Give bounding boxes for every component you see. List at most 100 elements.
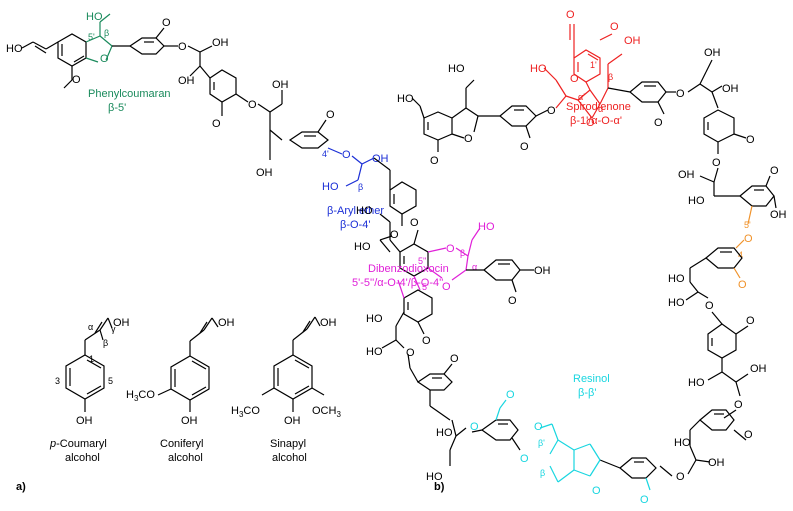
hydroxyl-label-blue: OH (372, 153, 389, 165)
ether-oxygen-orange: O (744, 233, 753, 245)
hydroxyl-label-magenta: HO (478, 221, 495, 233)
oxygen-label: O (72, 74, 81, 86)
ether-oxygen-label: O (676, 88, 685, 100)
methoxy-label: O (212, 118, 221, 130)
coumaryl-alcohol-structure: γ OH α β 1 3 5 OH p-Coumaryl alcohol (49, 317, 130, 464)
methoxy-label: O (422, 335, 431, 347)
phenylcoumaran-bond: β-5' (108, 102, 126, 114)
methoxy-label: O (410, 217, 419, 229)
alpha-prime-position-label-red: α' (578, 92, 585, 102)
sinapyl-name-line2: alcohol (272, 452, 307, 464)
methoxy-label: O (390, 229, 399, 241)
five-prime-position-label: 5' (88, 32, 95, 42)
panel-a-label: a) (16, 481, 26, 493)
ether-oxygen-label: O (178, 41, 187, 53)
ring-oxygen-magenta: O (446, 243, 455, 255)
ether-oxygen-label: O (734, 399, 743, 411)
hydroxyl-label: HO (668, 297, 685, 309)
methoxy-label: O (520, 141, 529, 153)
panel-b-label: b) (434, 481, 445, 493)
methoxy-label: O (746, 134, 755, 146)
ring-oxygen-magenta: O (442, 281, 451, 293)
ring-oxygen-cyan: O (520, 453, 529, 465)
methoxy-label-left: H3CO (231, 405, 260, 419)
carbon-5-label: 5 (108, 376, 113, 386)
beta-position-label: β (358, 182, 363, 192)
resinol-bond: β-β' (578, 387, 596, 399)
coumaryl-name-italic: p (49, 438, 56, 450)
four-position-orange: 4 (738, 250, 743, 260)
resinol-name: Resinol (573, 373, 610, 385)
hydroxyl-label: OH (770, 209, 787, 221)
hydroxyl-label: HO (688, 377, 705, 389)
hydroxyl-label-red: OH (624, 35, 641, 47)
methoxy-label-cyan: O (640, 494, 649, 506)
alpha-position-label-magenta: α (472, 262, 477, 272)
coumaryl-name-line2: alcohol (65, 452, 100, 464)
sinapyl-alcohol-structure: OH H3CO OCH3 OH Sinapyl alcohol (231, 316, 341, 464)
hydroxyl-label: HO (674, 437, 691, 449)
gamma-label: γ (111, 324, 116, 334)
hydroxyl-label: OH (113, 317, 130, 329)
methoxy-label-red: O (610, 21, 619, 33)
coumaryl-name-rest: -Coumaryl (56, 438, 107, 450)
ring-oxygen-red: O (586, 117, 595, 129)
methoxy-label-right: OCH3 (312, 405, 341, 419)
hydroxyl-label-blue: HO (322, 181, 339, 193)
sinapyl-name: Sinapyl (270, 438, 306, 450)
ring-oxygen-label: O (464, 133, 473, 145)
hydroxyl-label: HO (366, 346, 383, 358)
beta-prime-position-label: β' (538, 438, 545, 448)
lignin-right-fragment: HO O O HO O O HO O O (352, 9, 787, 506)
methoxy-label: O (162, 17, 171, 29)
coumaryl-name: p-Coumaryl (49, 438, 107, 450)
hydroxyl-label-red: HO (530, 63, 547, 75)
coniferyl-alcohol-structure: OH H3CO OH Coniferyl alcohol (126, 317, 235, 464)
methoxy-label: O (770, 165, 779, 177)
dibenzodioxocin-name: Dibenzodioxocin (368, 263, 449, 275)
methoxy-label: O (744, 429, 753, 441)
ether-oxygen-label: O (705, 300, 714, 312)
methoxy-label: O (746, 315, 755, 327)
ring-oxygen-green: O (100, 53, 109, 65)
hydroxyl-label: OH (678, 169, 695, 181)
beta-label: β (103, 338, 108, 348)
hydroxyl-label: OH (708, 457, 725, 469)
hydroxyl-label: OH (272, 79, 289, 91)
alpha-label: α (88, 322, 93, 332)
methoxy-label: O (450, 353, 459, 365)
monolignols-panel: γ OH α β 1 3 5 OH p-Coumaryl alcohol OH … (16, 316, 341, 493)
hydroxyl-label: HO (448, 63, 465, 75)
hydroxyl-label: OH (181, 415, 198, 427)
beta-position-label-magenta: β (460, 248, 465, 258)
hydroxyl-label: OH (212, 37, 229, 49)
hydroxyl-label: OH (178, 75, 195, 87)
carbonyl-oxygen-red: O (566, 9, 575, 21)
hydroxyl-label: HO (688, 195, 705, 207)
beta-position-label: β (104, 28, 109, 38)
ether-oxygen-label: O (406, 347, 415, 359)
ether-oxygen-label: O (712, 157, 721, 169)
five-prime-label-magenta: 5' (422, 282, 429, 292)
ether-oxygen-blue: O (342, 149, 351, 161)
methoxy-label: H3CO (126, 389, 155, 403)
hydroxyl-label: OH (256, 167, 273, 179)
methoxy-label: O (654, 117, 663, 129)
carbon-3-label: 3 (55, 376, 60, 386)
methoxy-label-cyan: O (506, 389, 515, 401)
hydroxyl-label: OH (722, 83, 739, 95)
dibenzodioxocin-bond: 5'-5''/α-O-4'/β-O-4'' (352, 277, 443, 289)
ring-oxygen-red: O (570, 73, 579, 85)
hydroxyl-label-green: HO (86, 11, 103, 23)
four-prime-position-label: 4' (322, 149, 329, 159)
one-prime-position-label: 1' (590, 60, 597, 70)
five-double-prime-label: 5'' (418, 256, 427, 266)
hydroxyl-label: HO (397, 93, 414, 105)
coniferyl-name-line2: alcohol (168, 452, 203, 464)
hydroxyl-label: OH (750, 363, 767, 375)
lignin-left-fragment: HO O HO O β 5' Phenylcoumaran β-5' O O (6, 11, 417, 241)
ether-oxygen-label: O (248, 99, 257, 111)
beta-position-label-red: β (608, 72, 613, 82)
ring-oxygen-cyan: O (592, 485, 601, 497)
